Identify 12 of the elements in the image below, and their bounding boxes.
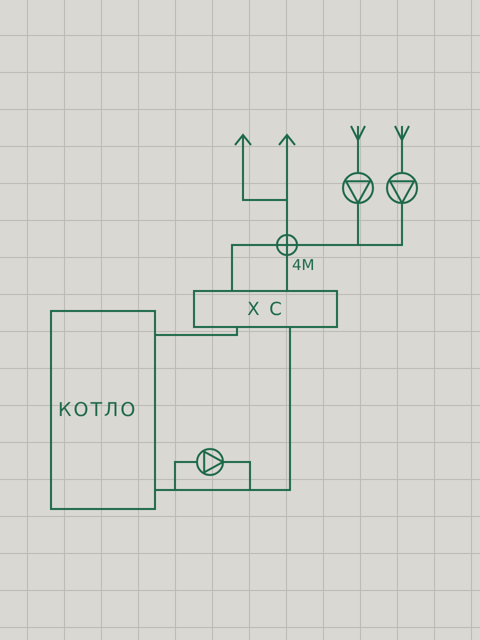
pipe-line: [231, 244, 277, 290]
pipe-line: [394, 125, 410, 173]
pipe-line: [156, 328, 238, 336]
heat-exchanger-box: [193, 290, 338, 328]
pipe-line: [350, 125, 366, 173]
node-label: Х С: [247, 298, 284, 320]
pipe-line: [156, 328, 291, 491]
valve-label: 4М: [292, 256, 314, 274]
boiler-box: [50, 310, 156, 510]
node-label: КОТЛО: [58, 399, 138, 421]
pipe-line: [286, 255, 288, 290]
flow-arrow: [234, 134, 288, 235]
